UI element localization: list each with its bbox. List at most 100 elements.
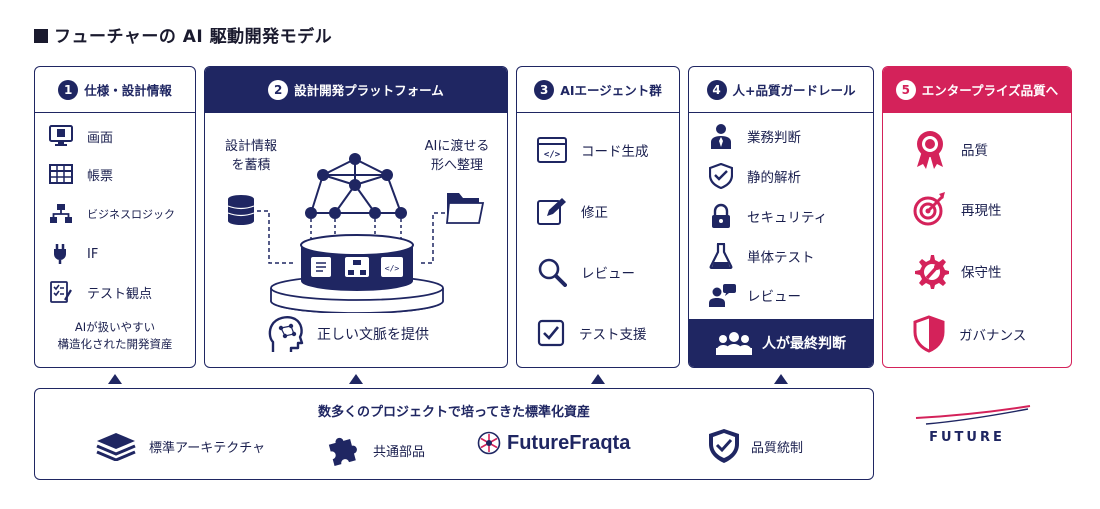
list-item: 業務判断 bbox=[709, 123, 801, 149]
list-item: レビュー bbox=[537, 257, 635, 287]
column-title: 仕様・設計情報 bbox=[84, 83, 172, 98]
checklist-icon bbox=[50, 281, 72, 303]
step-number: 4 bbox=[706, 79, 727, 100]
asset-item: 共通部品 bbox=[325, 431, 425, 469]
magnifier-icon bbox=[538, 258, 567, 287]
column-note: AIが扱いやすい 構造化された開発資産 bbox=[35, 319, 195, 353]
code-icon: </> bbox=[381, 257, 403, 277]
asset-item: 品質統制 bbox=[707, 427, 803, 465]
final-judgment-bar: 人が最終判断 bbox=[689, 319, 873, 367]
list-item: テスト観点 bbox=[49, 280, 152, 304]
list-item: ビジネスロジック bbox=[49, 203, 175, 225]
note-line: AIが扱いやすい bbox=[74, 320, 156, 334]
up-arrow bbox=[108, 374, 122, 384]
standard-assets-title: 数多くのプロジェクトで培ってきた標準化資産 bbox=[318, 405, 590, 420]
final-label: 人が最終判断 bbox=[762, 336, 846, 352]
target-icon bbox=[913, 192, 945, 226]
doc-icon bbox=[311, 257, 331, 277]
svg-text:</>: </> bbox=[385, 264, 400, 273]
item-label: セキュリティ bbox=[747, 210, 828, 226]
list-item: レビュー bbox=[709, 283, 801, 307]
logo-swoosh bbox=[915, 405, 1031, 425]
note-line: 構造化された開発資産 bbox=[57, 337, 173, 351]
layers-icon bbox=[96, 433, 136, 461]
column-title: 人+品質ガードレール bbox=[732, 83, 856, 98]
asset-item: FutureFraqta bbox=[477, 431, 630, 455]
platform-illustration: </> bbox=[227, 153, 485, 313]
item-label: 帳票 bbox=[87, 168, 114, 184]
logo-text: FUTURE bbox=[929, 430, 1005, 445]
list-item: 単体テスト bbox=[709, 243, 815, 269]
item-label: 再現性 bbox=[961, 203, 1002, 219]
award-icon bbox=[917, 131, 943, 169]
platform-bottom-item: 正しい文脈を提供 bbox=[267, 314, 429, 354]
shield-check-icon bbox=[709, 429, 739, 463]
shield-icon bbox=[913, 315, 945, 353]
column-platform: 2 設計開発プラットフォーム 設計情報 を蓄積 AIに渡せる 形へ整理 bbox=[204, 66, 508, 368]
platform-right-label: AIに渡せる 形へ整理 bbox=[417, 137, 497, 175]
list-item: 品質 bbox=[913, 129, 988, 169]
label-line: AIに渡せる bbox=[424, 139, 490, 154]
monitor-icon bbox=[49, 125, 73, 146]
plug-icon bbox=[54, 244, 66, 264]
list-item: テスト支援 bbox=[537, 319, 647, 347]
asset-label: 品質統制 bbox=[751, 440, 804, 456]
list-item: 画面 bbox=[49, 125, 113, 147]
brain-head-icon bbox=[268, 316, 304, 352]
step-number: 1 bbox=[58, 79, 79, 100]
column-title: 設計開発プラットフォーム bbox=[294, 83, 444, 98]
item-label: 保守性 bbox=[961, 265, 1002, 281]
label-line: を蓄積 bbox=[231, 158, 271, 173]
item-label: テスト支援 bbox=[579, 327, 647, 343]
label-line: 設計情報 bbox=[224, 139, 277, 154]
asset-item: 標準アーキテクチャ bbox=[95, 431, 265, 461]
step-number: 2 bbox=[268, 79, 289, 100]
lock-icon bbox=[712, 203, 730, 228]
item-label: 正しい文脈を提供 bbox=[317, 327, 429, 343]
folder-icon bbox=[446, 193, 485, 224]
fraqta-logo-icon bbox=[477, 431, 501, 455]
item-label: 修正 bbox=[581, 205, 608, 221]
table-icon bbox=[49, 164, 73, 184]
future-logo: FUTURE bbox=[912, 404, 1032, 454]
asset-label: 標準アーキテクチャ bbox=[149, 440, 266, 456]
database-icon bbox=[227, 195, 255, 225]
people-group-icon bbox=[716, 332, 752, 355]
column-title: AIエージェント群 bbox=[560, 83, 662, 98]
list-item: 再現性 bbox=[913, 191, 1002, 227]
code-window-icon: </> bbox=[537, 137, 567, 163]
list-item: ガバナンス bbox=[913, 315, 1026, 353]
list-item: 静的解析 bbox=[709, 163, 801, 189]
list-item: セキュリティ bbox=[709, 203, 827, 229]
item-label: 画面 bbox=[87, 130, 114, 146]
label-line: 形へ整理 bbox=[430, 158, 483, 173]
column-header: 5 エンタープライズ品質へ bbox=[883, 67, 1071, 113]
item-label: 品質 bbox=[961, 143, 988, 159]
logic-icon bbox=[345, 257, 369, 277]
step-number: 5 bbox=[895, 79, 916, 100]
item-label: 単体テスト bbox=[747, 250, 815, 266]
shield-check-icon bbox=[709, 163, 733, 189]
column-header: 4 人+品質ガードレール bbox=[689, 67, 873, 113]
page-title: フューチャーの AI 駆動開発モデル bbox=[34, 22, 332, 47]
logic-flow-icon bbox=[50, 204, 72, 223]
edit-icon bbox=[537, 198, 566, 225]
item-label: ビジネスロジック bbox=[87, 208, 175, 221]
list-item: 修正 bbox=[537, 197, 608, 225]
svg-text:</>: </> bbox=[544, 150, 561, 160]
page-title-text: フューチャーの AI 駆動開発モデル bbox=[54, 27, 333, 47]
item-label: 静的解析 bbox=[747, 170, 801, 186]
item-label: レビュー bbox=[581, 266, 635, 282]
column-enterprise-quality: 5 エンタープライズ品質へ 品質 再現性 保守性 ガバナンス bbox=[882, 66, 1072, 368]
person-icon bbox=[711, 124, 731, 149]
list-item: 帳票 bbox=[49, 164, 113, 184]
list-item: 保守性 bbox=[913, 253, 1002, 289]
platform-left-label: 設計情報 を蓄積 bbox=[219, 137, 283, 175]
item-label: 業務判断 bbox=[747, 130, 801, 146]
checkbox-icon bbox=[537, 319, 565, 347]
column-title: エンタープライズ品質へ bbox=[921, 83, 1059, 98]
